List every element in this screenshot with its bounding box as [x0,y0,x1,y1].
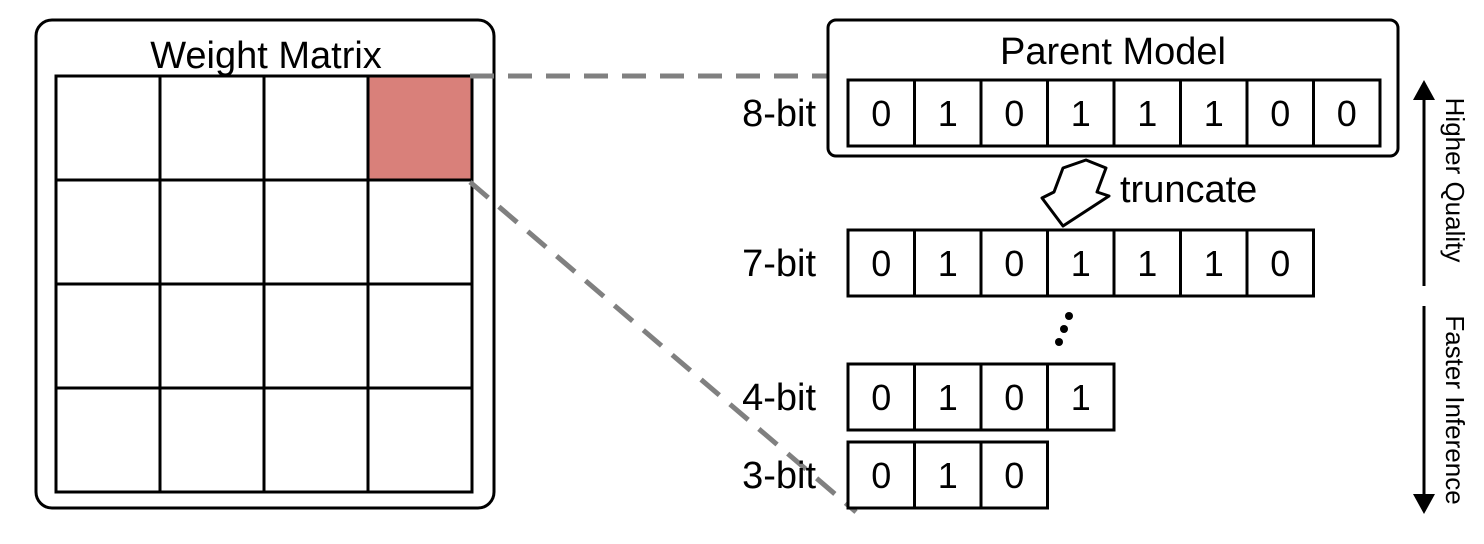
weight-cell [262,178,370,286]
bit-value: 0 [1337,93,1357,134]
truncate-label: truncate [1120,169,1257,211]
bit-width-label: 4-bit [742,377,816,419]
axis-bottom-label: Faster Inference [1440,315,1470,504]
weight-matrix-grid [54,74,474,494]
highlighted-weight-cell [366,74,474,182]
bit-cell [979,362,1049,432]
down-arrowhead-icon [1413,494,1435,514]
bit-width-label: 8-bit [742,93,816,135]
parent-model-title: Parent Model [1000,31,1226,73]
bit-cell [1245,78,1315,148]
bit-cell [913,440,983,510]
weight-cell [262,282,370,390]
bit-value: 0 [1004,93,1024,134]
bit-cell [846,440,916,510]
axis-top-label: Higher Quality [1440,98,1470,263]
bit-value: 0 [1270,243,1290,284]
bit-cell [1179,78,1249,148]
bit-cell [846,228,916,298]
truncate-arrow: truncate [1040,158,1257,228]
weight-cell [366,282,474,390]
bit-value: 1 [938,243,958,284]
bit-cell [979,78,1049,148]
bit-cell [913,78,983,148]
bit-cell [1312,78,1382,148]
bit-value: 0 [871,243,891,284]
bit-width-label: 3-bit [742,455,816,497]
quality-speed-axis: Higher Quality Faster Inference [1413,80,1470,514]
bit-row: 7-bit 0 1 0 1 1 1 0 [742,228,1315,298]
bit-cell [1179,228,1249,298]
bit-value: 0 [1004,377,1024,418]
bit-value: 0 [871,93,891,134]
bit-value: 0 [871,377,891,418]
bit-row: 4-bit 0 1 0 1 [742,362,1116,432]
bit-value: 0 [1270,93,1290,134]
weight-matrix-panel: Weight Matrix [34,18,496,510]
bit-value: 0 [1004,455,1024,496]
bit-cell [1046,228,1116,298]
weight-cell [366,178,474,286]
weight-cell [262,74,370,182]
weight-cell [158,74,266,182]
bit-width-label: 7-bit [742,243,816,285]
bit-cell [1245,228,1315,298]
bit-value: 1 [1204,243,1224,284]
weight-cell [366,386,474,494]
weight-cell [262,386,370,494]
ellipsis-dot [1060,325,1068,333]
ellipsis-dots [1055,312,1073,346]
weight-cell [54,282,162,390]
weight-matrix-title: Weight Matrix [150,35,382,77]
ellipsis-dot [1055,338,1063,346]
up-arrow-icon [1413,80,1435,100]
bit-row: 8-bit 0 1 0 1 1 1 0 0 [742,78,1382,148]
bit-cell [1046,78,1116,148]
bit-value: 1 [1071,243,1091,284]
bit-cell [1046,362,1116,432]
bit-value: 0 [871,455,891,496]
bit-value: 1 [1071,93,1091,134]
bit-row: 3-bit 0 1 0 [742,440,1049,510]
bit-cell [913,228,983,298]
weight-cell [54,386,162,494]
bit-value: 1 [938,455,958,496]
ellipsis-dot [1065,312,1073,320]
weight-cell [54,74,162,182]
weight-cell [158,282,266,390]
zoom-connectors [468,73,858,514]
bit-value: 1 [1137,243,1157,284]
bit-rows: 8-bit 0 1 0 1 1 1 0 0 7-bit 0 1 0 1 1 1 0 4-bit 0 1 0 1 3-bit 0… [742,78,1382,510]
bit-value: 0 [1004,243,1024,284]
bit-value: 1 [938,93,958,134]
bit-cell [1112,228,1182,298]
connector-bottom [468,180,858,514]
down-arrow-icon [1040,158,1111,228]
weight-cell [158,386,266,494]
bit-value: 1 [938,377,958,418]
weight-cell [158,178,266,286]
bit-cell [979,228,1049,298]
bit-cell [1112,78,1182,148]
bit-value: 1 [1204,93,1224,134]
bit-value: 1 [1137,93,1157,134]
weight-cell [54,178,162,286]
bit-cell [979,440,1049,510]
bit-value: 1 [1071,377,1091,418]
